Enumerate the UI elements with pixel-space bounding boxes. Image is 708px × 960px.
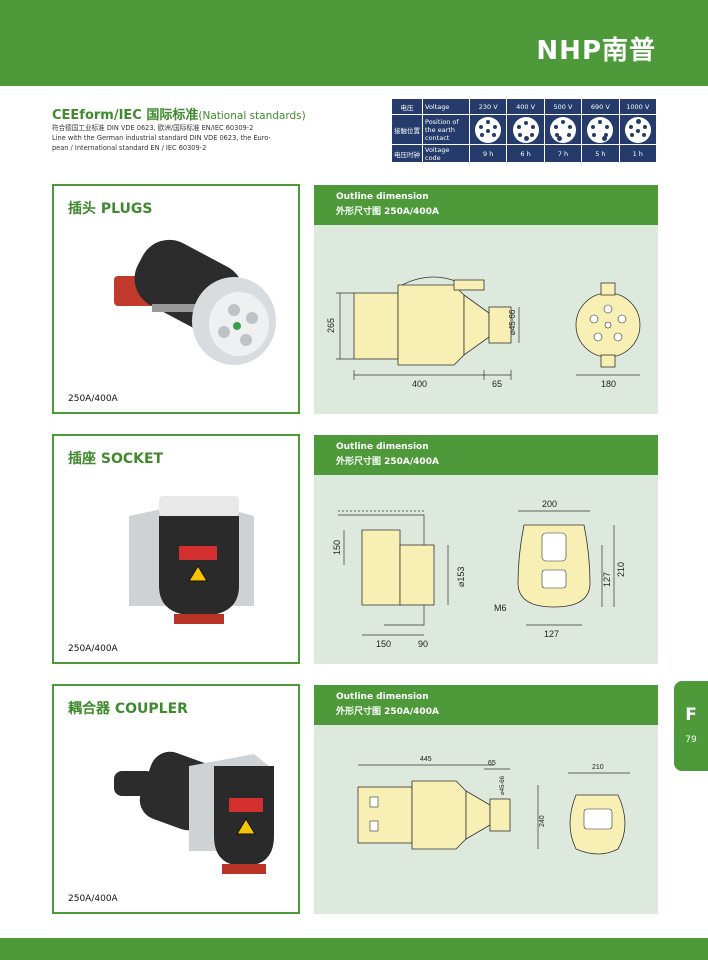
earth-position-row: 接触位置 Position of the earth contact [391,114,658,145]
socket-photo [129,496,254,624]
voltage-table: 电压 Voltage 230 V 400 V 500 V 690 V 1000 … [391,98,658,163]
dim-w1-label: 150 [376,639,391,649]
dim-diameter-label: ⌀45-66 [500,775,506,795]
socket-pattern-icon [512,116,539,143]
product-title: 插头 PLUGS [68,201,153,217]
plug-product-card: 插头 PLUGS 250A/400A [52,184,300,414]
plug-dimension-drawing: 265 400 65 ⌀45-66 180 [326,276,641,389]
footer-bar [0,938,708,960]
product-rating: 250A/400A [68,644,118,654]
dim-offset-label: 65 [488,760,496,767]
dim-h3-label: 210 [616,562,626,577]
socket-pattern-icon [587,116,614,143]
dimension-heading-cn: 外形尺寸图 250A/400A [336,457,439,467]
product-rating: 250A/400A [68,894,118,904]
dim-screw-label: M6 [494,603,507,613]
socket-pattern-icon [475,116,502,143]
plug-photo [114,239,276,365]
socket-pattern-icon [549,116,576,143]
socket-dimension-drawing: 150 ⌀153 150 90 200 127 210 127 M6 [332,499,626,649]
dim-width-label: 180 [601,379,616,389]
voltage-code-row: 电压时钟 Voltage code 9 h 6 h 7 h 5 h 1 h [391,144,658,163]
coupler-dimension-drawing: 445 65 ⌀45-66 240 210 [357,756,630,855]
dim-length-label: 400 [412,379,427,389]
socket-pattern-icon [624,116,651,143]
socket-dimension-panel: Outline dimension 外形尺寸图 250A/400A 150 ⌀1… [314,435,658,664]
section-tab: F 79 [674,681,708,771]
voltage-value: 230 V [468,98,508,115]
dim-w3-label: 200 [542,499,557,509]
dim-h1-label: 150 [332,540,342,555]
product-title: 耦合器 COUPLER [68,701,188,717]
voltage-code-value: 5 h [581,144,620,163]
coupler-product-card: 耦合器 COUPLER 250A/400A [52,684,300,914]
plug-dimension-panel: Outline dimension 外形尺寸图 250A/400A 265 40… [314,185,658,414]
voltage-value: 500 V [543,98,583,115]
dimension-heading-en: Outline dimension [336,192,429,202]
dim-h-label: 240 [539,815,546,827]
dim-offset-label: 65 [492,379,502,389]
brand-logo: NHP南普 [536,36,656,66]
dim-w4-label: 127 [544,629,559,639]
voltage-en: Voltage [422,98,470,115]
socket-product-card: 插座 SOCKET 250A/400A [52,434,300,664]
voltage-value: 1000 V [618,98,658,115]
voltage-code-value: 7 h [543,144,583,163]
dim-diameter-label: ⌀153 [456,567,466,587]
standards-line-3: pean / International standard EN / IEC 6… [52,144,207,152]
dimension-header: Outline dimension 外形尺寸图 250A/400A [314,185,658,225]
dimension-heading-en: Outline dimension [336,442,429,452]
coupler-dimension-panel: Outline dimension 外形尺寸图 250A/400A 445 65… [314,685,658,914]
voltage-code-en: Voltage code [422,144,470,163]
standards-line-1: 符合德国工业标准 DIN VDE 0623, 欧洲/国际标准 EN/IEC 60… [52,124,254,132]
voltage-code-cn: 电压时钟 [391,144,423,163]
dimension-heading-en: Outline dimension [336,692,429,702]
voltage-code-value: 6 h [506,144,545,163]
dim-width-label: 210 [592,764,604,771]
voltage-value: 400 V [506,98,545,115]
dim-w2-label: 90 [418,639,428,649]
standards-line-2: Line with the German industrial standard… [52,134,271,142]
product-rating: 250A/400A [68,394,118,404]
dimension-header: Outline dimension 外形尺寸图 250A/400A [314,685,658,725]
voltage-value: 690 V [581,98,620,115]
standards-title: CEEform/IEC 国际标准(National standards) [52,104,306,123]
earth-position-cn: 接触位置 [391,114,423,145]
product-title: 插座 SOCKET [68,451,164,467]
dimension-header: Outline dimension 外形尺寸图 250A/400A [314,435,658,475]
page-number: 79 [685,735,697,745]
dim-length-label: 445 [420,756,432,763]
standards-title-sub: (National standards) [198,110,306,122]
voltage-code-value: 9 h [468,144,508,163]
earth-position-en: Position of the earth contact [422,114,470,145]
coupler-photo [114,751,274,874]
standards-title-main: CEEform/IEC 国际标准 [52,108,199,123]
voltage-code-value: 1 h [618,144,658,163]
dimension-heading-cn: 外形尺寸图 250A/400A [336,707,439,717]
section-letter: F [685,705,697,725]
dim-height-label: 265 [326,318,336,333]
header-bar: NHP南普 [0,0,708,86]
voltage-cn: 电压 [391,98,423,115]
dim-h2-label: 127 [602,572,612,587]
voltage-row: 电压 Voltage 230 V 400 V 500 V 690 V 1000 … [391,98,658,115]
dim-diameter-label: ⌀45-66 [508,309,517,335]
dimension-heading-cn: 外形尺寸图 250A/400A [336,207,439,217]
